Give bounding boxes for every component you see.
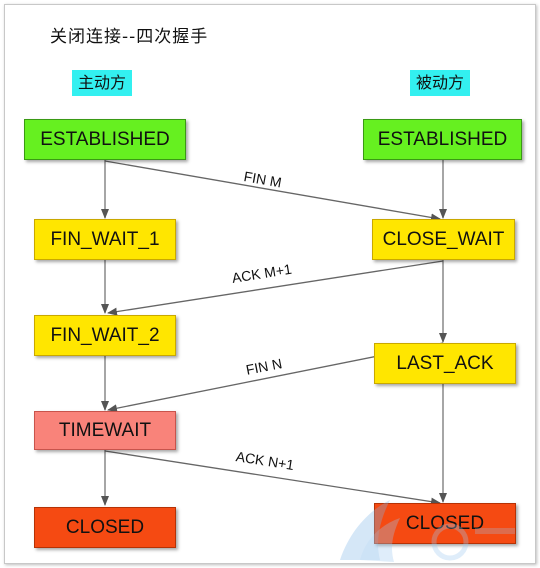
- state-last-ack: LAST_ACK: [374, 343, 516, 384]
- arrow-fin-m: [104, 160, 441, 222]
- state-fin-wait-1: FIN_WAIT_1: [34, 219, 176, 260]
- state-passive-closed: CLOSED: [374, 503, 516, 544]
- state-active-closed: CLOSED: [34, 507, 176, 548]
- role-active: 主动方: [72, 70, 133, 96]
- state-close-wait: CLOSE_WAIT: [372, 219, 515, 260]
- arrow-ack-n: [104, 450, 441, 506]
- state-fin-wait-2: FIN_WAIT_2: [34, 315, 176, 356]
- diagram-frame: [4, 4, 536, 564]
- watermark-logo-icon: [340, 500, 515, 562]
- arrow-ack-m: [107, 260, 444, 316]
- state-active-established: ESTABLISHED: [24, 119, 186, 160]
- state-timewait: TIMEWAIT: [34, 411, 176, 450]
- state-passive-established: ESTABLISHED: [363, 119, 522, 160]
- role-passive: 被动方: [410, 70, 471, 96]
- diagram-title: 关闭连接--四次握手: [50, 27, 209, 47]
